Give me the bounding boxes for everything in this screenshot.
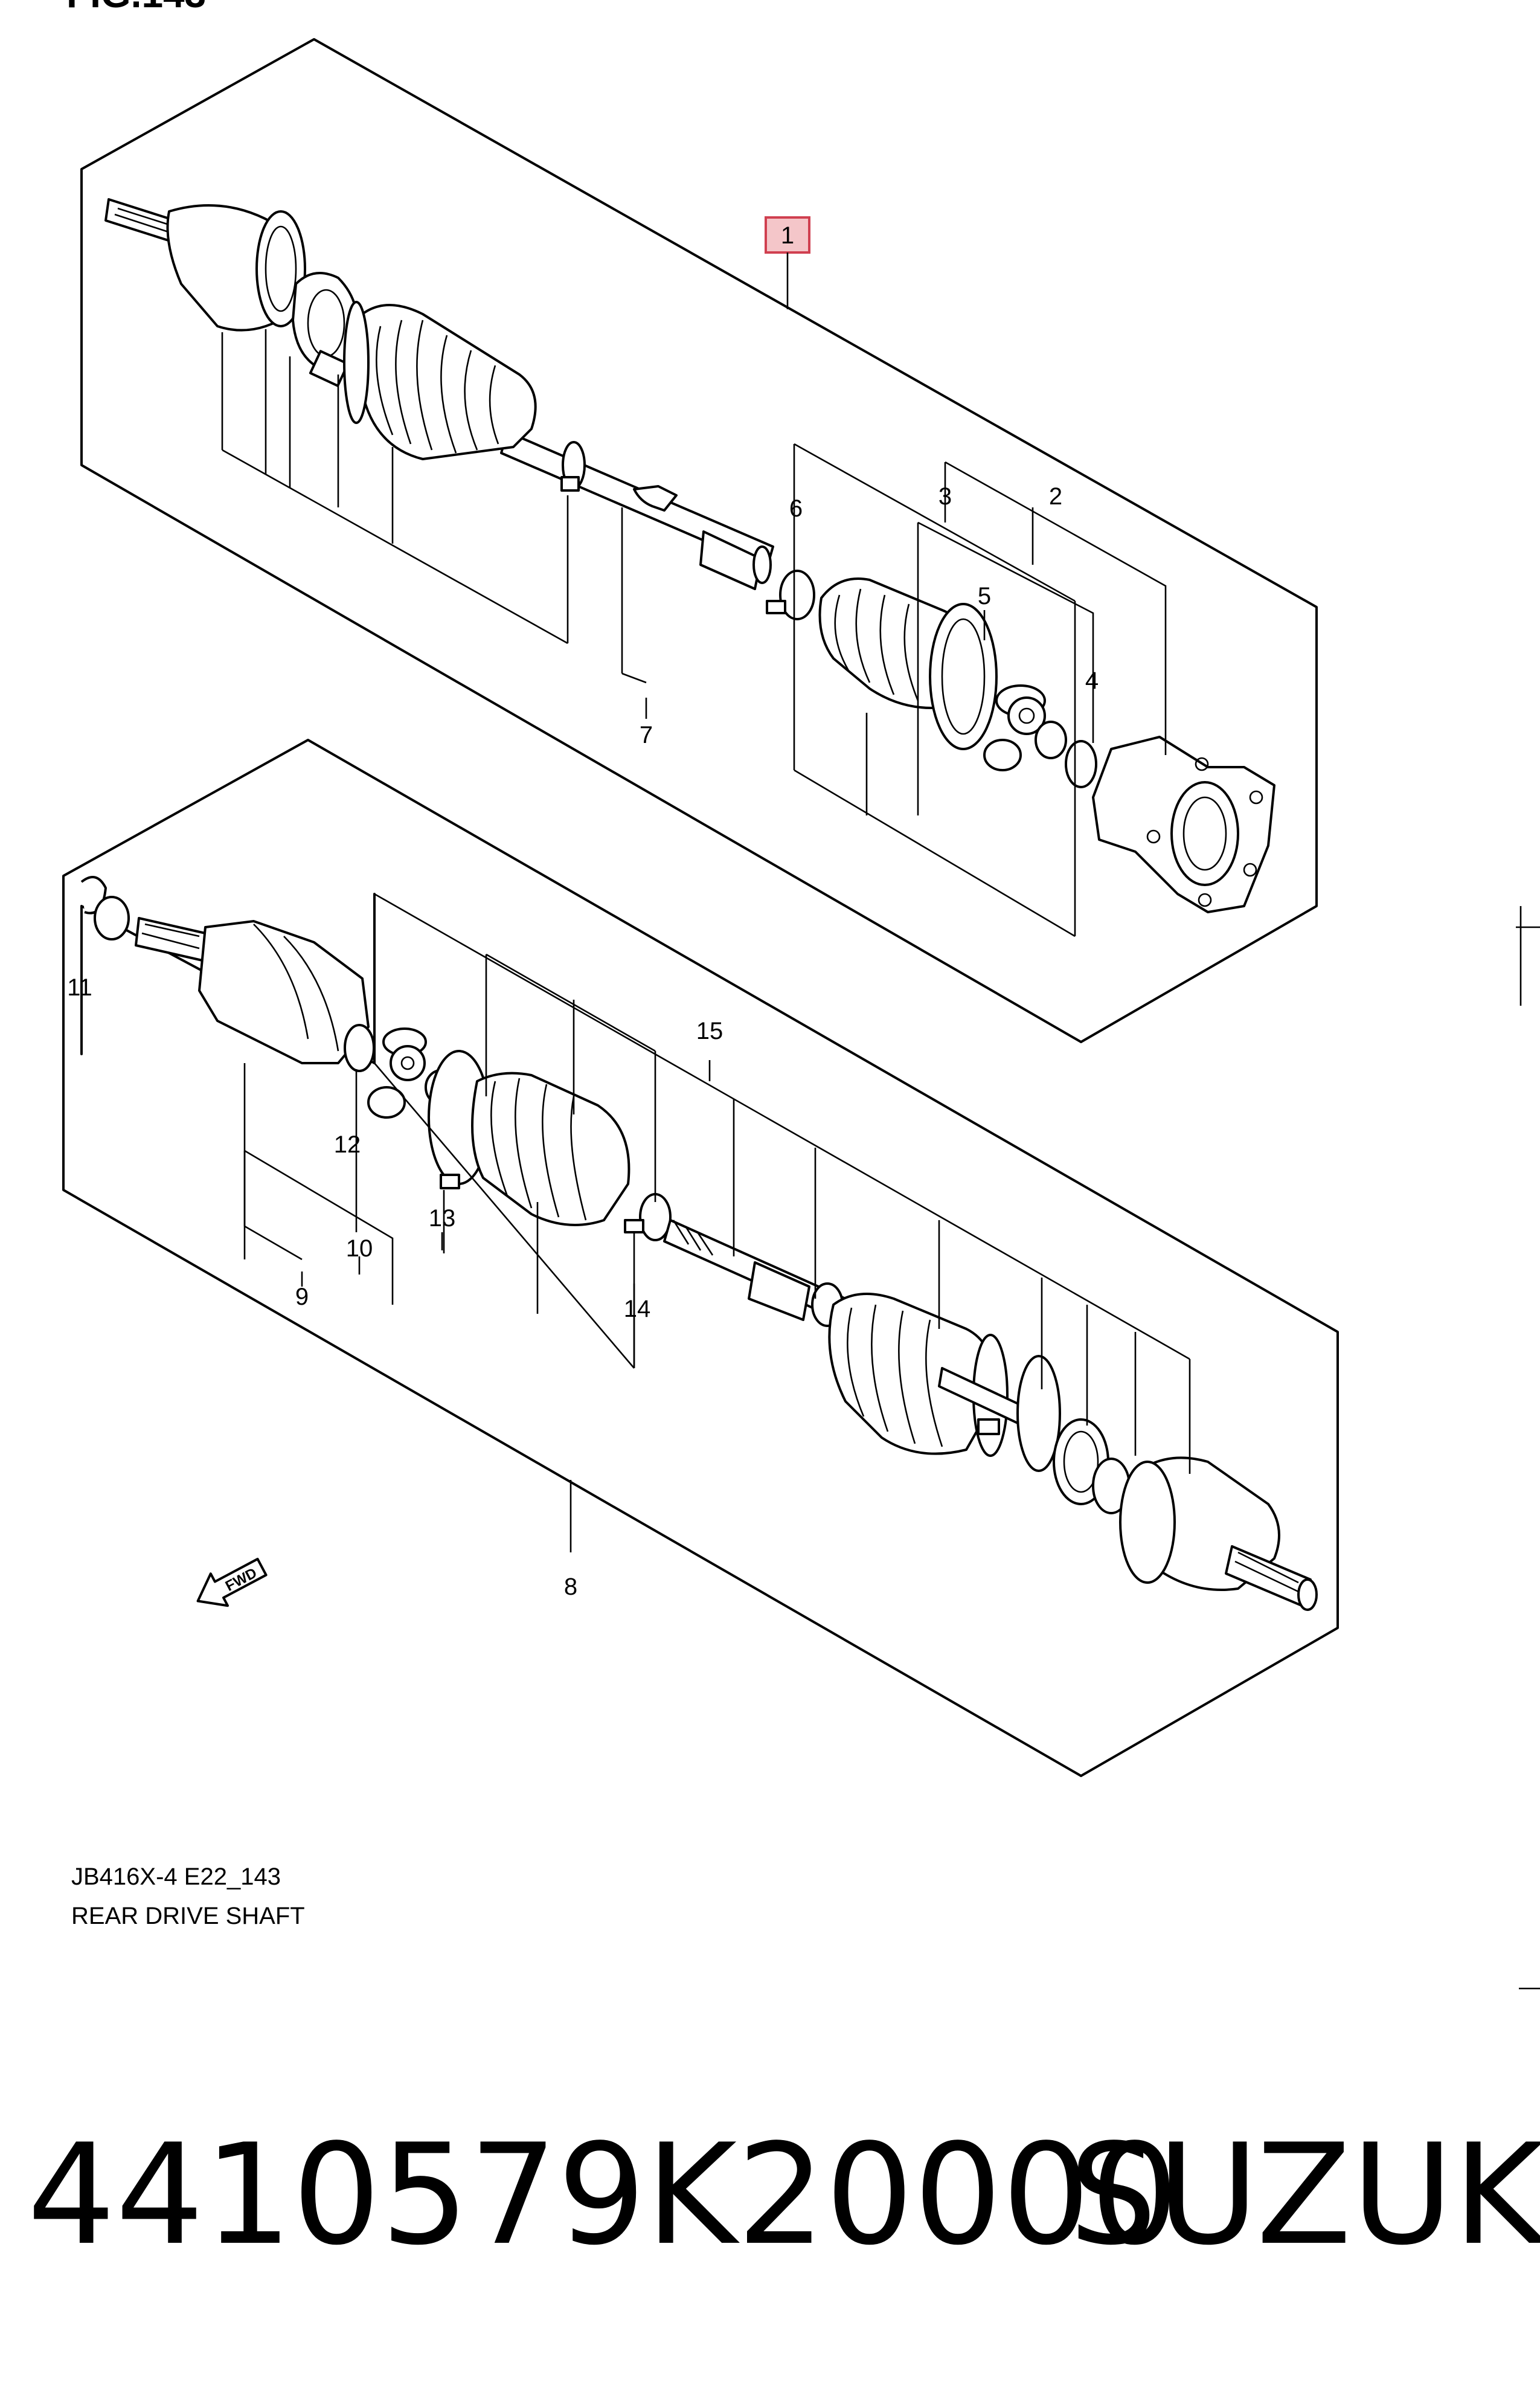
outer-boot-lower <box>828 1293 1040 1457</box>
callout-1: 1 <box>781 222 794 249</box>
inner-boot-upper <box>818 577 998 750</box>
callout-14: 14 <box>624 1296 651 1322</box>
clamp-14 <box>624 1193 672 1241</box>
parts-diagram: FIG.143 1 <box>62 0 1540 1990</box>
upper-leaders-right <box>793 443 1167 937</box>
diagram-title: REAR DRIVE SHAFT <box>71 1903 305 1929</box>
lower-leaders <box>243 893 1191 1552</box>
callout-7: 7 <box>640 722 653 748</box>
circlip-6 <box>766 570 815 620</box>
callout-12: 12 <box>334 1131 361 1158</box>
snap-ring-4 <box>1065 740 1097 788</box>
outer-cage <box>292 272 359 387</box>
callout-6: 6 <box>789 495 803 522</box>
inner-tulip-housing <box>135 917 370 1064</box>
inner-boot-lower <box>428 1050 630 1226</box>
lower-assembly-frame <box>62 739 1339 1777</box>
callout-13: 13 <box>429 1205 456 1232</box>
outer-cage-lower <box>1053 1418 1131 1514</box>
fwd-arrow-icon: FWD <box>196 1557 268 1607</box>
part-number: 4410579K20000 <box>27 2115 1179 2276</box>
outer-cv-joint <box>104 198 306 332</box>
callout-5: 5 <box>978 583 991 609</box>
callout-10: 10 <box>346 1235 373 1262</box>
circlip-11 <box>80 876 130 940</box>
upper-shaft <box>500 431 774 590</box>
callout-15: 15 <box>696 1018 723 1044</box>
callout-11: 11 <box>67 974 92 1001</box>
footer <box>0 1993 1540 2392</box>
callout-3: 3 <box>938 483 952 510</box>
snap-ring-12 <box>344 1024 375 1072</box>
tripod-joint-upper <box>983 684 1067 771</box>
lower-shaft <box>663 1219 847 1327</box>
outer-cv-joint-lower <box>1119 1456 1318 1611</box>
band-clamp-lower <box>977 1355 1061 1472</box>
callout-4: 4 <box>1085 667 1099 694</box>
upper-leaders-left <box>221 329 647 719</box>
inner-housing-flange <box>1092 736 1275 913</box>
upper-assembly-frame <box>80 38 1318 1043</box>
callout-9: 9 <box>295 1284 309 1310</box>
callout-8: 8 <box>564 1574 577 1600</box>
figure-title: FIG.143 <box>66 0 206 16</box>
brand-name: SUZUKI <box>1069 2115 1540 2276</box>
callout-2: 2 <box>1049 483 1062 510</box>
outer-boot <box>343 301 537 460</box>
diagram-code: JB416X-4 E22_143 <box>71 1863 281 1890</box>
small-clamp-upper <box>560 441 586 492</box>
